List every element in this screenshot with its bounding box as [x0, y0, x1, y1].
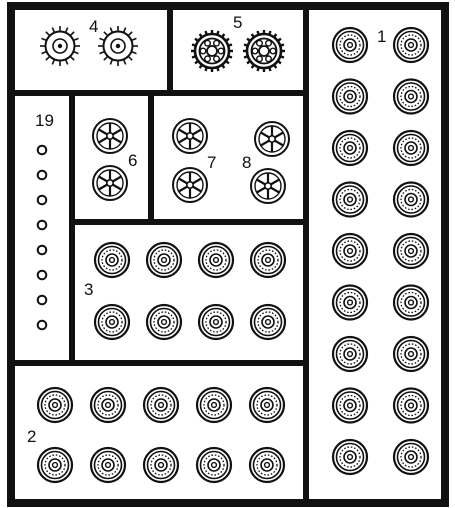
- part-cogged-wheel-compartment-5: [243, 30, 285, 72]
- compartment-label-8: 8: [242, 153, 251, 172]
- part-disc-wheel-compartment-2: [144, 388, 178, 422]
- compartment-label-2: 2: [27, 427, 36, 446]
- part-disc-wheel-compartment-2: [144, 448, 178, 482]
- part-spoked-wheel-compartment-8: [255, 122, 289, 156]
- compartment-label-7: 7: [207, 153, 216, 172]
- part-small-ring-compartment-19: [38, 221, 47, 230]
- part-disc-wheel-compartment-3: [199, 243, 233, 277]
- compartment-label-19: 19: [35, 111, 54, 130]
- part-spiked-wheel-compartment-4: [40, 26, 80, 66]
- part-disc-wheel-compartment-1: [394, 389, 428, 423]
- part-disc-wheel-compartment-3: [95, 305, 129, 339]
- part-spoked-wheel-compartment-6: [93, 166, 127, 200]
- part-disc-wheel-compartment-1: [394, 337, 428, 371]
- part-disc-wheel-compartment-2: [38, 388, 72, 422]
- part-disc-wheel-compartment-3: [147, 243, 181, 277]
- part-spoked-wheel-compartment-8: [251, 169, 285, 203]
- part-disc-wheel-compartment-2: [250, 388, 284, 422]
- part-small-ring-compartment-19: [38, 196, 47, 205]
- compartment-label-5: 5: [233, 13, 242, 32]
- part-disc-wheel-compartment-1: [333, 337, 367, 371]
- part-disc-wheel-compartment-1: [333, 389, 367, 423]
- part-disc-wheel-compartment-2: [91, 448, 125, 482]
- part-spoked-wheel-compartment-7: [173, 119, 207, 153]
- part-disc-wheel-compartment-2: [197, 388, 231, 422]
- part-disc-wheel-compartment-1: [333, 183, 367, 217]
- compartment-label-1: 1: [377, 27, 386, 46]
- part-disc-wheel-compartment-1: [394, 80, 428, 114]
- part-disc-wheel-compartment-3: [147, 305, 181, 339]
- part-small-ring-compartment-19: [38, 171, 47, 180]
- part-disc-wheel-compartment-1: [394, 440, 428, 474]
- part-disc-wheel-compartment-2: [38, 448, 72, 482]
- part-disc-wheel-compartment-1: [333, 234, 367, 268]
- part-small-ring-compartment-19: [38, 321, 47, 330]
- part-spiked-wheel-compartment-4: [98, 26, 138, 66]
- part-disc-wheel-compartment-3: [251, 243, 285, 277]
- part-disc-wheel-compartment-1: [394, 286, 428, 320]
- part-disc-wheel-compartment-1: [394, 131, 428, 165]
- part-disc-wheel-compartment-1: [394, 183, 428, 217]
- part-disc-wheel-compartment-3: [95, 243, 129, 277]
- part-disc-wheel-compartment-1: [333, 80, 367, 114]
- part-small-ring-compartment-19: [38, 296, 47, 305]
- compartment-label-3: 3: [84, 280, 93, 299]
- part-disc-wheel-compartment-1: [394, 28, 428, 62]
- part-small-ring-compartment-19: [38, 246, 47, 255]
- part-disc-wheel-compartment-2: [250, 448, 284, 482]
- part-disc-wheel-compartment-2: [91, 388, 125, 422]
- part-disc-wheel-compartment-1: [333, 28, 367, 62]
- part-disc-wheel-compartment-1: [333, 286, 367, 320]
- part-disc-wheel-compartment-2: [197, 448, 231, 482]
- part-disc-wheel-compartment-3: [199, 305, 233, 339]
- compartment-label-4: 4: [89, 17, 98, 36]
- part-disc-wheel-compartment-3: [251, 305, 285, 339]
- part-spoked-wheel-compartment-6: [93, 119, 127, 153]
- part-cogged-wheel-compartment-5: [191, 30, 233, 72]
- part-spoked-wheel-compartment-7: [173, 168, 207, 202]
- part-disc-wheel-compartment-1: [394, 234, 428, 268]
- part-small-ring-compartment-19: [38, 271, 47, 280]
- part-disc-wheel-compartment-1: [333, 440, 367, 474]
- part-small-ring-compartment-19: [38, 146, 47, 155]
- compartment-label-6: 6: [128, 151, 137, 170]
- part-disc-wheel-compartment-1: [333, 131, 367, 165]
